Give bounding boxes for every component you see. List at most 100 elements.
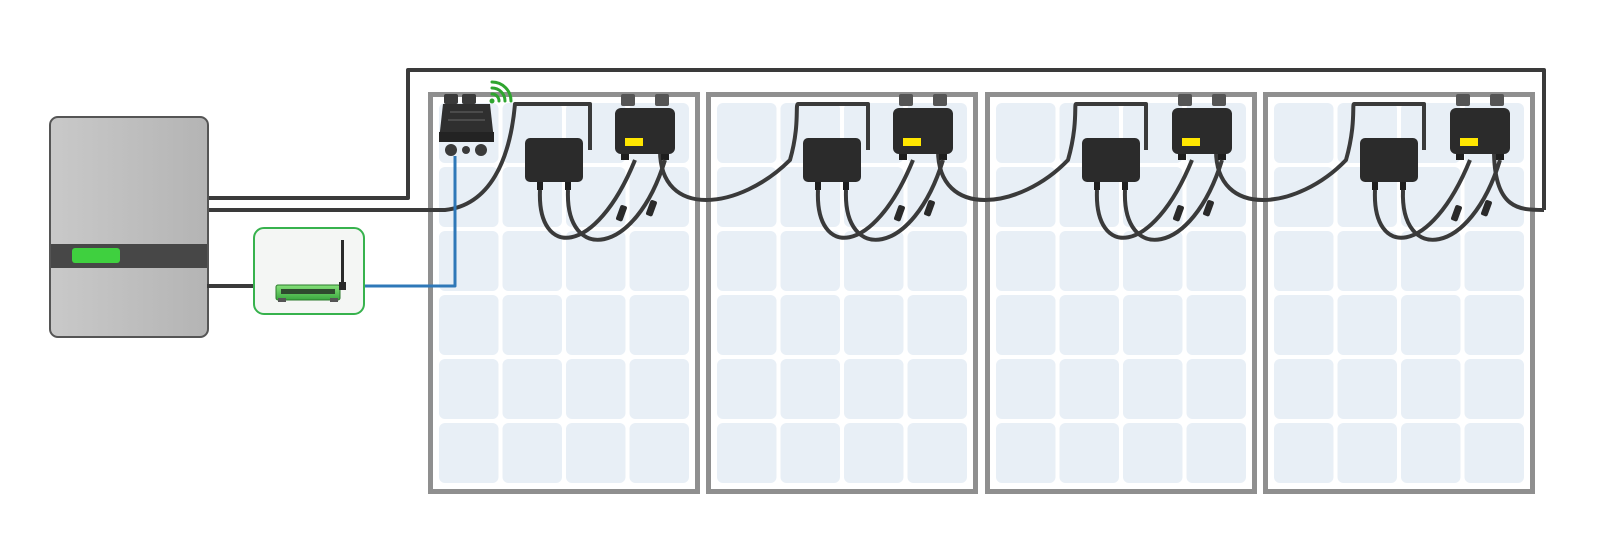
panel-hardware <box>525 94 1510 242</box>
optimizer-connector <box>1490 94 1504 106</box>
panel-cell <box>439 423 499 483</box>
access-point-icon <box>439 94 494 156</box>
panel-cell <box>629 167 689 227</box>
panel-cell <box>629 295 689 355</box>
wireless-access-point[interactable] <box>439 80 513 156</box>
optimizer-label <box>1460 138 1478 146</box>
panel-cell <box>1059 231 1119 291</box>
junction-box-icon <box>1082 138 1140 182</box>
panel-lead-cable <box>1094 159 1194 240</box>
panel-cell <box>1401 295 1461 355</box>
panel-cell <box>1059 359 1119 419</box>
panel-lead-cable <box>815 159 915 240</box>
panel-electronics <box>1360 94 1510 242</box>
panel-cell <box>1337 423 1397 483</box>
panel-cell <box>780 423 840 483</box>
panel-cell <box>502 231 562 291</box>
panel-cell <box>1464 295 1524 355</box>
panel-cell <box>844 167 904 227</box>
optimizer-connector <box>1178 94 1192 106</box>
panel-cell <box>1274 103 1334 163</box>
connector-icon <box>616 205 627 222</box>
inverter-status-led <box>72 248 120 263</box>
panel-cell <box>996 359 1056 419</box>
wifi-icon <box>489 80 513 104</box>
connector-icon <box>1451 205 1462 222</box>
panel-cell <box>1401 359 1461 419</box>
panel-electronics <box>803 94 953 242</box>
dc-cable-panel-2-3 <box>936 102 1148 202</box>
panel-cell <box>439 231 499 291</box>
optimizer-connector <box>1456 94 1470 106</box>
panel-cell <box>1123 231 1183 291</box>
dc-string-cable <box>207 68 1546 212</box>
connector-icon <box>924 200 935 217</box>
junction-box-lead <box>1400 182 1406 190</box>
junction-box-lead <box>1122 182 1128 190</box>
panel-cell <box>907 231 967 291</box>
optimizer-lead <box>661 154 669 160</box>
junction-box-lead <box>1094 182 1100 190</box>
optimizer-label <box>903 138 921 146</box>
gateway[interactable] <box>253 227 365 315</box>
panel-cell <box>844 359 904 419</box>
optimizer-connector <box>899 94 913 106</box>
panel-lead-cable <box>1372 159 1472 240</box>
panel-electronics <box>525 94 675 242</box>
panel-cell <box>1123 359 1183 419</box>
panel-electronics <box>1082 94 1232 242</box>
panel-cell <box>566 231 626 291</box>
gateway-frame <box>253 227 365 315</box>
panel-cell <box>907 167 967 227</box>
junction-box-icon <box>525 138 583 182</box>
solar-panel <box>706 92 978 494</box>
connector-icon <box>1173 205 1184 222</box>
optimizer-label <box>625 138 643 146</box>
connector-icon <box>1481 200 1492 217</box>
panel-cell <box>566 167 626 227</box>
panel-cell <box>439 295 499 355</box>
panel-cell <box>780 359 840 419</box>
panel-cell <box>996 423 1056 483</box>
panel-lead-cable <box>1122 159 1224 242</box>
dc-cable-panel-1-2 <box>658 102 870 202</box>
panel-cell <box>1186 231 1246 291</box>
panel-lead-cable <box>843 159 945 242</box>
inverter[interactable] <box>49 116 209 338</box>
panel-cell <box>566 423 626 483</box>
panel-cell <box>1123 423 1183 483</box>
panel-cell <box>566 359 626 419</box>
panel-cell <box>1464 231 1524 291</box>
panel-cell <box>1186 167 1246 227</box>
panel-cell <box>502 295 562 355</box>
optimizer-connector <box>655 94 669 106</box>
optimizer-icon <box>1172 108 1232 154</box>
optimizer-connector <box>933 94 947 106</box>
junction-box-lead <box>565 182 571 190</box>
panel-lead-cable <box>1400 159 1502 242</box>
panel-cell <box>1123 167 1183 227</box>
data-cable <box>364 156 457 288</box>
optimizer-lead <box>939 154 947 160</box>
panel-cell <box>780 295 840 355</box>
optimizer-lead <box>1178 154 1186 160</box>
panel-cell <box>717 359 777 419</box>
dc-cable-panel-4-end <box>1492 149 1545 212</box>
panel-cell <box>1464 423 1524 483</box>
panel-lead-cable <box>537 159 637 240</box>
panel-cell <box>1274 231 1334 291</box>
junction-box-icon <box>1360 138 1418 182</box>
optimizer-icon <box>615 108 675 154</box>
panel-cell <box>439 167 499 227</box>
panel-cell <box>996 295 1056 355</box>
panel-cell <box>1274 359 1334 419</box>
dc-cable-panel-3-4 <box>1214 102 1426 202</box>
junction-box-lead <box>537 182 543 190</box>
panel-cell <box>1401 167 1461 227</box>
panel-cell <box>629 231 689 291</box>
panel-cell <box>907 295 967 355</box>
panel-cell <box>844 231 904 291</box>
gateway-icon <box>275 284 341 302</box>
dc-return-cable <box>207 68 1546 210</box>
panel-cell <box>1274 423 1334 483</box>
